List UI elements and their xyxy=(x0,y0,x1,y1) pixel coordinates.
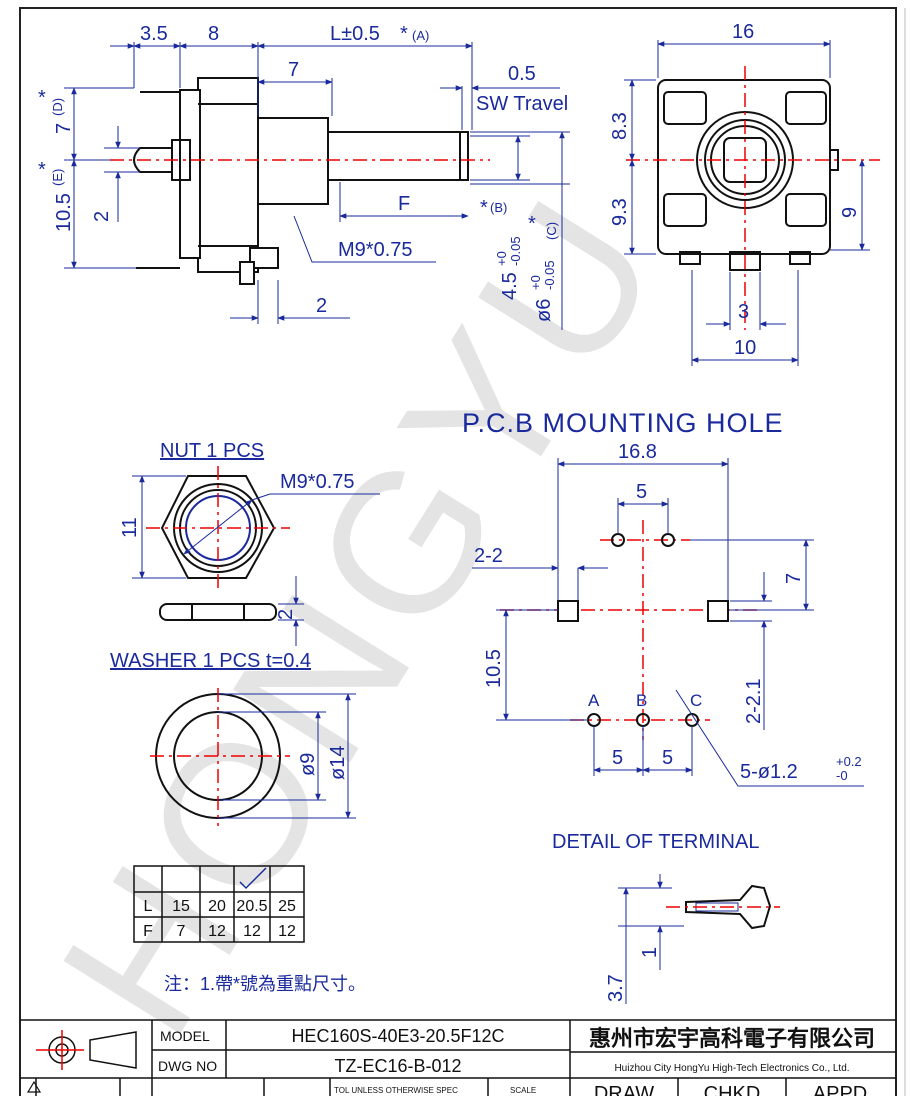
dim-10: 10 xyxy=(734,337,756,359)
nut-dim-2: 2 xyxy=(275,609,297,620)
sw-travel-label: SW Travel xyxy=(476,93,568,115)
dim-0-5: 0.5 xyxy=(508,63,536,85)
table-check-mark xyxy=(239,867,267,890)
draw-label: DRAW xyxy=(594,1083,654,1096)
dim-8-3: 8.3 xyxy=(609,112,631,140)
dim-2-pin: 2 xyxy=(91,211,113,222)
table-cell: 12 xyxy=(208,923,226,940)
table-cell: 20.5 xyxy=(236,898,267,915)
side-view xyxy=(133,77,469,285)
pcb-holes-tol-minus: -0 xyxy=(836,768,848,783)
dim-9: 9 xyxy=(839,207,861,218)
dim-9-3: 9.3 xyxy=(609,198,631,226)
company-cn: 惠州市宏宇高科電子有限公司 xyxy=(589,1026,875,1051)
dwg-label: DWG NO xyxy=(158,1058,217,1074)
pcb-dim-10-5: 10.5 xyxy=(483,649,505,688)
pcb-title: P.C.B MOUNTING HOLE xyxy=(462,408,784,438)
table-cell: F xyxy=(143,923,153,940)
appd-label: APPD xyxy=(813,1083,867,1096)
nut-dim-11: 11 xyxy=(119,517,141,538)
dim-10-5-star: * xyxy=(38,159,46,181)
dim-L: L±0.5 xyxy=(330,23,380,45)
dwg-value: TZ-EC16-B-012 xyxy=(334,1056,461,1076)
front-view xyxy=(657,79,839,271)
table-cell: 12 xyxy=(243,923,261,940)
pcb-dim-5-top: 5 xyxy=(636,481,647,503)
shaft-mark-b: (B) xyxy=(490,200,507,215)
pcb-dim-2-2: 2-2 xyxy=(474,545,503,567)
tol-text: TOL UNLESS OTHERWISE SPEC xyxy=(334,1086,458,1095)
dim-7-star: * xyxy=(38,87,46,109)
sheet-border xyxy=(19,7,897,1096)
shaft-dia-6: ø6 xyxy=(533,299,555,322)
pcb-holes-spec: 5-ø1.2 xyxy=(740,761,798,783)
dim-L-mark: (A) xyxy=(412,28,429,43)
pcb-dim-5-a: 5 xyxy=(612,747,623,769)
terminal-dim-1: 1 xyxy=(639,947,661,958)
pcb-dim-7: 7 xyxy=(783,573,805,584)
shaft-dia-4-5: 4.5 xyxy=(499,272,521,300)
shaft-6-tol-plus: +0 xyxy=(528,275,543,290)
washer-dim-14: ø14 xyxy=(327,746,349,780)
table-cell: L xyxy=(144,898,153,915)
shaft-4-5-tol-plus: +0 xyxy=(494,251,509,266)
pcb-dim-2-2-1: 2-2.1 xyxy=(743,678,765,724)
model-value: HEC160S-40E3-20.5F12C xyxy=(291,1026,504,1046)
dim-7-left: 7 xyxy=(53,123,75,134)
pcb-label-b: B xyxy=(636,691,647,710)
model-label: MODEL xyxy=(160,1028,210,1044)
shaft-star-c: * xyxy=(528,213,536,235)
washer-dim-9: ø9 xyxy=(297,753,319,776)
table-cell: 25 xyxy=(278,898,296,915)
table-cell: 20 xyxy=(208,898,226,915)
terminal-title: DETAIL OF TERMINAL xyxy=(552,831,759,853)
pcb-dim-16-8: 16.8 xyxy=(618,441,657,463)
dim-L-star: * xyxy=(400,23,408,45)
pcb-label-c: C xyxy=(690,691,702,710)
dim-3: 3 xyxy=(738,301,749,323)
shaft-star-b: * xyxy=(480,197,488,219)
nut-thread-label: M9*0.75 xyxy=(280,471,355,493)
dim-16: 16 xyxy=(732,21,754,43)
dim-F: F xyxy=(398,193,410,215)
terminal-dim-3-7: 3.7 xyxy=(605,974,627,1002)
company-en: Huizhou City HongYu High-Tech Electronic… xyxy=(614,1063,849,1074)
washer-title: WASHER 1 PCS t=0.4 xyxy=(110,650,311,672)
dim-10-5: 10.5 xyxy=(53,193,75,232)
thread-label: M9*0.75 xyxy=(338,239,413,261)
note-text: 注：1.帶*號為重點尺寸。 xyxy=(164,974,366,994)
dim-2-bottom: 2 xyxy=(316,295,327,317)
shaft-4-5-tol-minus: -0.05 xyxy=(508,236,523,266)
table-cell: 15 xyxy=(172,898,190,915)
dim-10-5-mark: (E) xyxy=(50,169,65,186)
nut-title: NUT 1 PCS xyxy=(160,440,264,462)
dim-7-mark: (D) xyxy=(50,98,65,116)
dim-3-5: 3.5 xyxy=(140,23,168,45)
table-cell: 7 xyxy=(177,923,186,940)
pcb-label-a: A xyxy=(588,691,600,710)
pcb-holes-tol-plus: +0.2 xyxy=(836,754,862,769)
revision-triangle-icon xyxy=(26,1080,42,1093)
scale-label: SCALE xyxy=(510,1086,536,1095)
lf-table xyxy=(133,865,305,943)
projection-symbol xyxy=(36,1030,137,1070)
pcb-dim-5-b: 5 xyxy=(662,747,673,769)
watermark: HONGYU xyxy=(19,157,705,1071)
chkd-label: CHKD xyxy=(704,1083,761,1096)
title-block xyxy=(20,1019,896,1096)
shaft-mark-c: (C) xyxy=(544,222,559,240)
dim-7-bushing: 7 xyxy=(288,59,299,81)
dim-8: 8 xyxy=(208,23,219,45)
shaft-6-tol-minus: -0.05 xyxy=(542,260,557,290)
table-cell: 12 xyxy=(278,923,296,940)
